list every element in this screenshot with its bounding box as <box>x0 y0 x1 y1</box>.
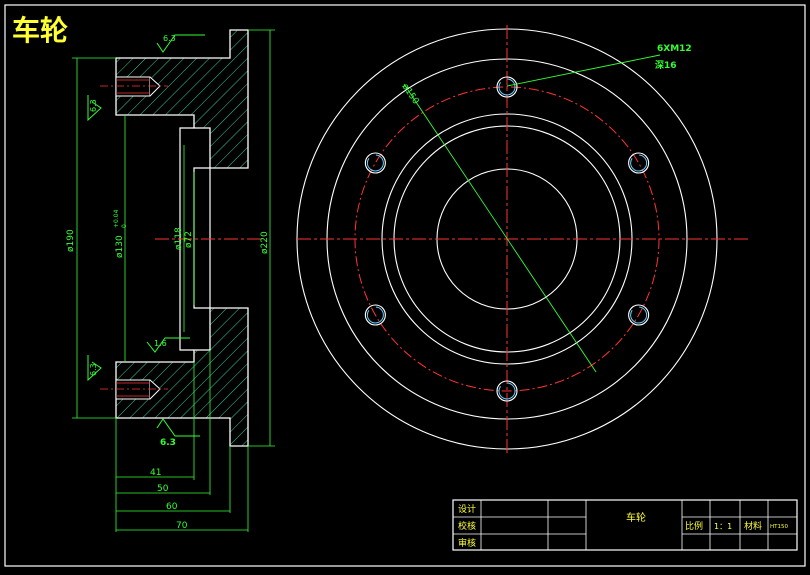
roughness-bottom-inner: 1.6 <box>154 339 167 348</box>
bolt-hole <box>496 76 518 98</box>
roughness-left-upper: 6.3 <box>89 99 98 112</box>
part-name: 车轮 <box>626 511 646 524</box>
diameter-leader <box>403 83 597 373</box>
hub-outline <box>193 167 210 309</box>
title-block: 设计 校核 审核 车轮 比例 1：1 材料 HT150 <box>452 499 798 551</box>
dim-d72: ø72 <box>184 231 194 248</box>
dim-d130-lower-tol: 0 <box>121 224 128 228</box>
roughness-symbols <box>87 34 205 437</box>
dim-d130: ø130 <box>115 235 125 258</box>
drawing-title: 车轮 <box>12 14 68 47</box>
roughness-left-lower: 6.3 <box>89 363 98 376</box>
dim-d130-upper-tol: +0.04 <box>113 209 120 228</box>
bolt-hole <box>364 304 386 326</box>
front-view: ø150 6XM12 深16 <box>296 25 748 455</box>
bolt-hole <box>628 304 650 326</box>
threaded-hole-lower <box>100 379 168 400</box>
dim-d190: ø190 <box>66 229 76 252</box>
dim-50: 50 <box>157 484 169 494</box>
vertical-dimension-lines <box>72 29 275 447</box>
section-view: 6.3 6.3 1.6 6.3 6.3 ø190 ø130 +0.04 0 ø1… <box>66 29 275 532</box>
bolt-holes <box>364 76 650 402</box>
checker-label: 校核 <box>458 520 476 532</box>
hole-callout-thread: 6XM12 <box>657 44 692 54</box>
bolt-hole <box>496 380 518 402</box>
drawing-frame <box>4 4 806 567</box>
scale-label: 比例 <box>685 520 703 532</box>
dim-41: 41 <box>150 468 161 478</box>
horizontal-dimension-lines <box>115 350 249 532</box>
bolt-hole <box>628 152 650 174</box>
dim-d150: ø150 <box>400 82 421 107</box>
dim-70: 70 <box>176 521 188 531</box>
dim-d220: ø220 <box>260 231 270 254</box>
dim-60: 60 <box>166 502 178 512</box>
bolt-hole <box>364 152 386 174</box>
roughness-bottom: 6.3 <box>160 438 176 448</box>
hole-callout-leader <box>506 54 661 87</box>
threaded-hole-upper <box>100 76 168 97</box>
dim-d118: ø118 <box>174 227 184 250</box>
designer-label: 设计 <box>458 503 476 515</box>
section-upper <box>115 29 249 169</box>
section-lower <box>115 307 249 447</box>
hole-callout-depth: 深16 <box>655 59 677 71</box>
material-label: 材料 <box>744 520 762 532</box>
scale-value: 1：1 <box>714 522 732 531</box>
material-value: HT150 <box>770 524 788 530</box>
reviewer-label: 审核 <box>458 537 476 549</box>
roughness-top: 6.3 <box>163 34 176 43</box>
